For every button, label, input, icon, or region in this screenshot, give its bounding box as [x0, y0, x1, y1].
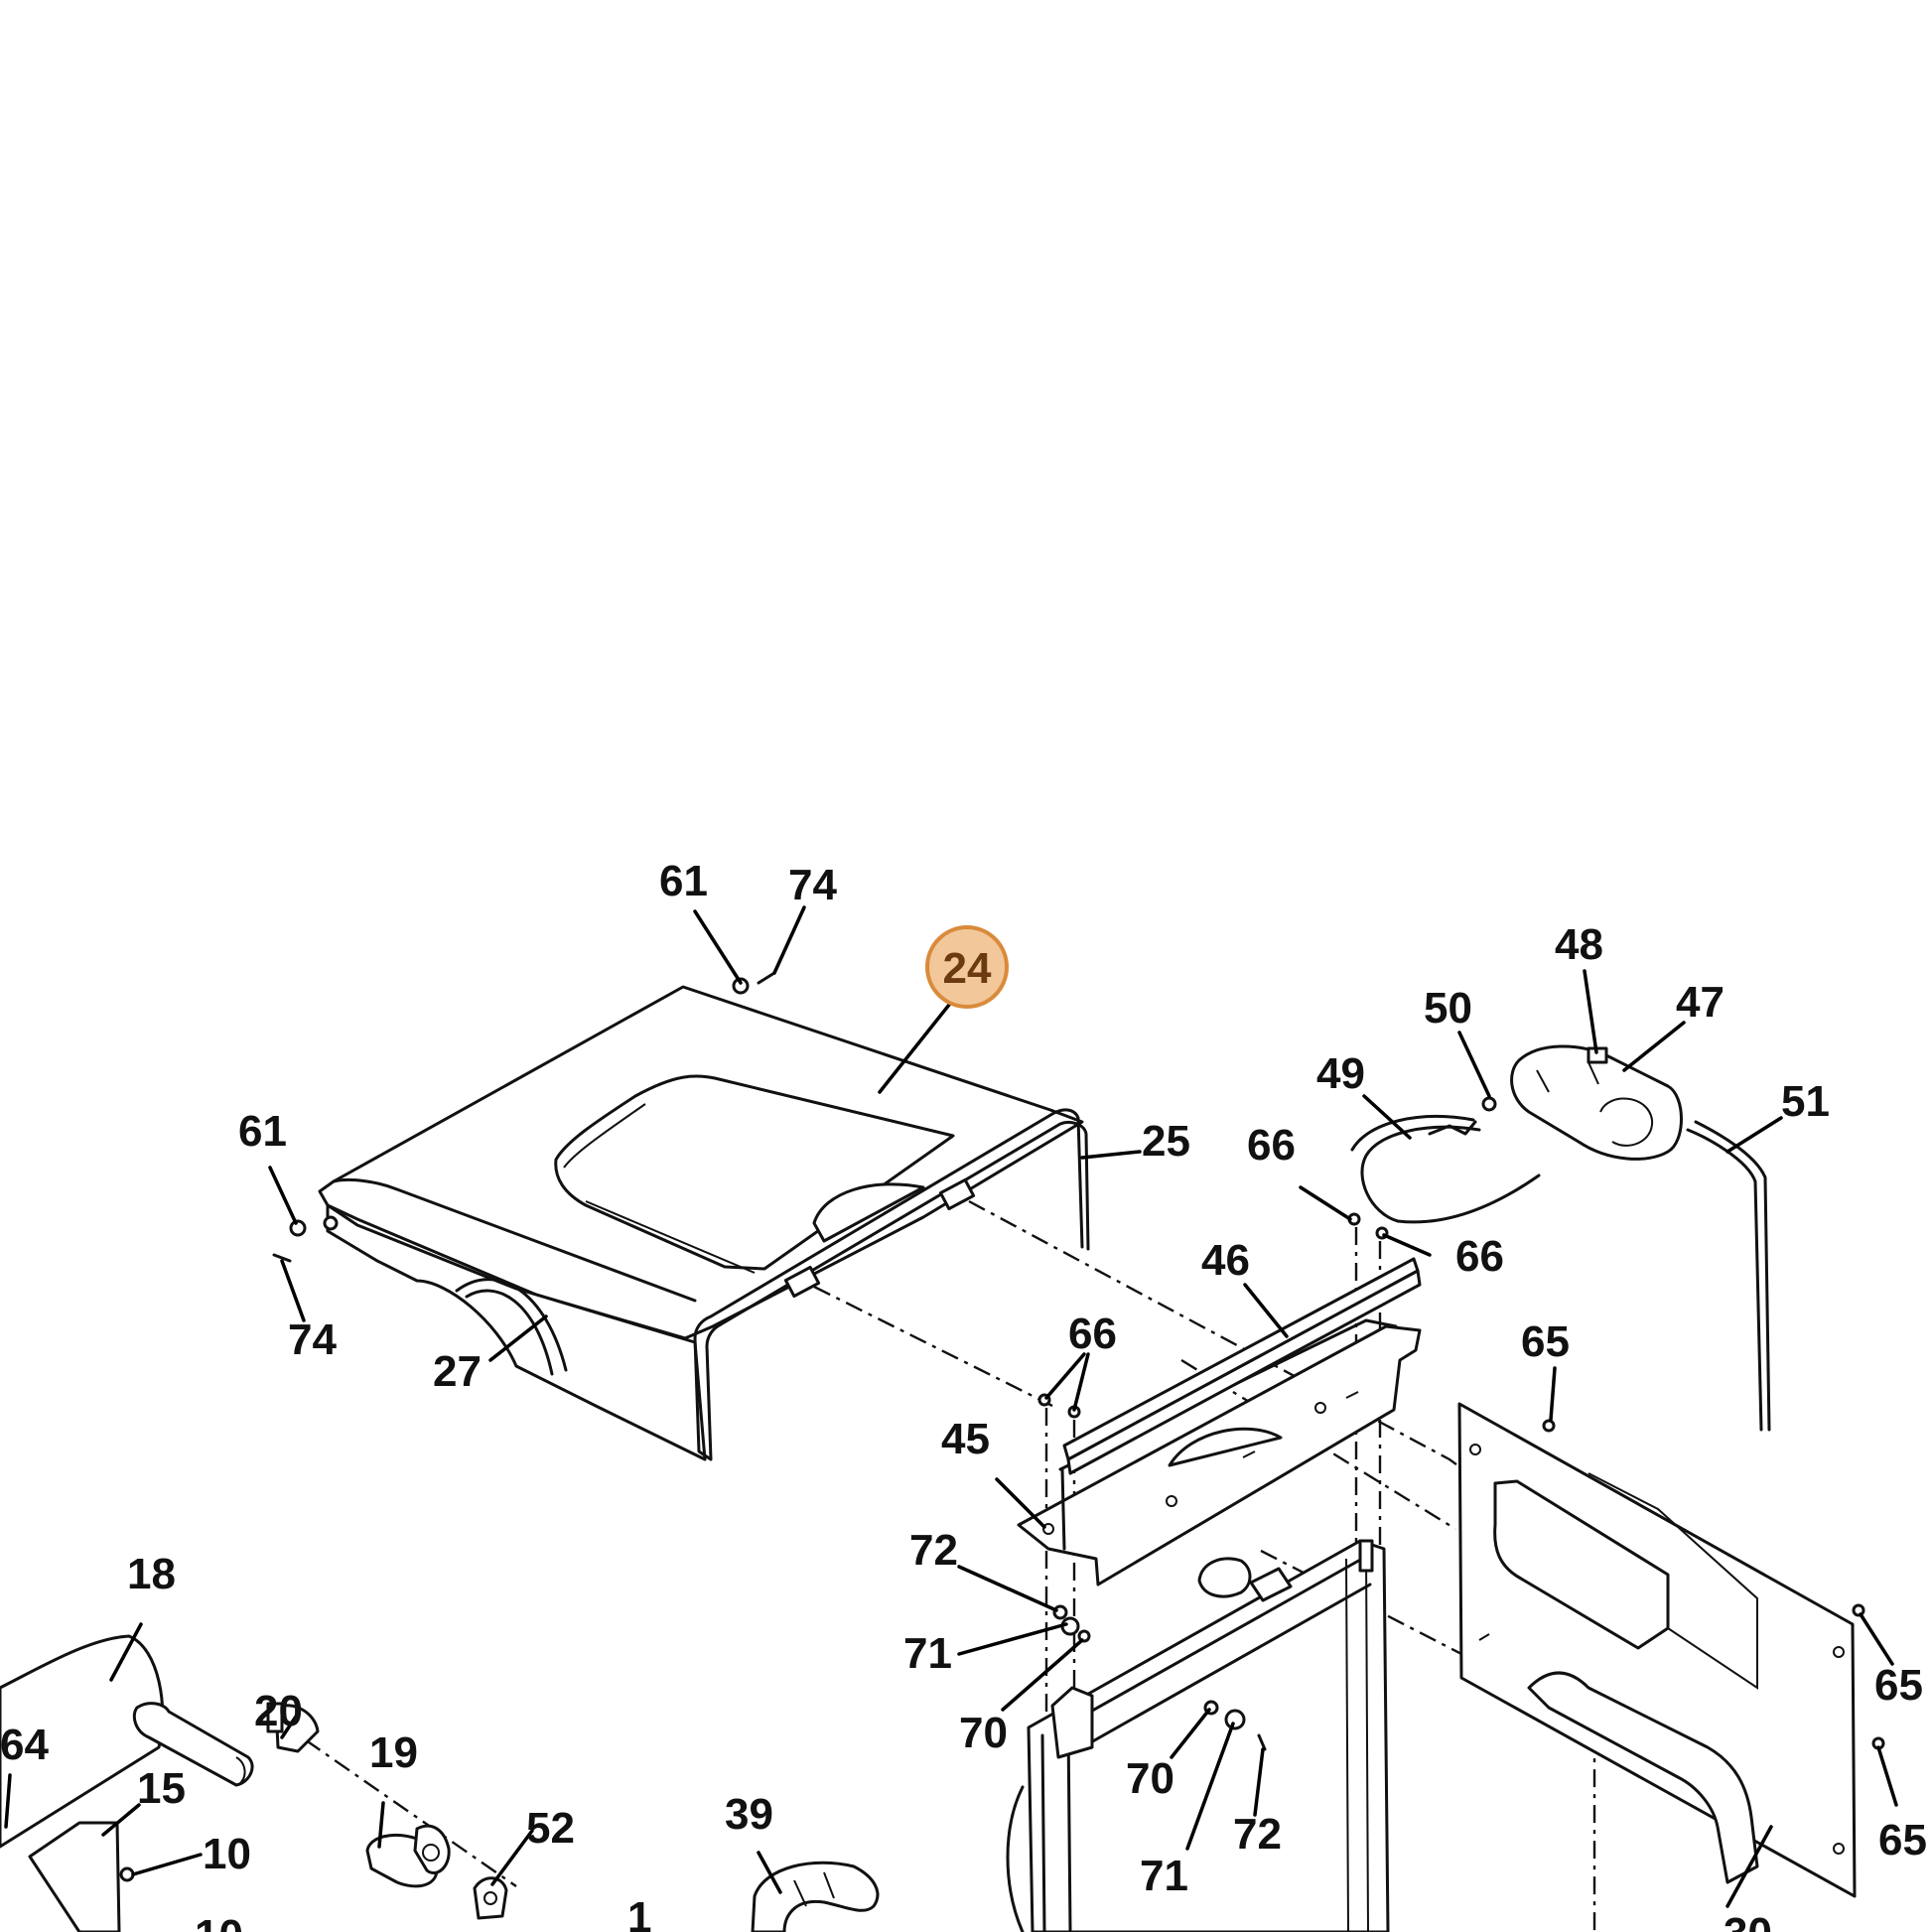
callout-74[interactable]: 74 [288, 1315, 337, 1364]
callout-19[interactable]: 19 [369, 1728, 418, 1777]
callout-72[interactable]: 72 [1233, 1810, 1282, 1859]
callout-61[interactable]: 61 [238, 1107, 287, 1156]
callout-10[interactable]: 10 [203, 1830, 251, 1878]
callout-65[interactable]: 65 [1874, 1661, 1923, 1710]
hose-49 [1350, 1115, 1541, 1224]
gasket-52 [473, 1876, 508, 1920]
callout-labels: 61 74 48 50 47 49 51 61 25 66 66 46 74 2… [0, 857, 1927, 1932]
callout-64[interactable]: 64 [0, 1721, 49, 1769]
callout-74[interactable]: 74 [788, 861, 837, 909]
callout-30[interactable]: 30 [1724, 1909, 1772, 1932]
callout-25[interactable]: 25 [1142, 1117, 1190, 1166]
callout-65[interactable]: 65 [1878, 1816, 1927, 1864]
callout-39[interactable]: 39 [725, 1790, 773, 1839]
callout-66[interactable]: 66 [1247, 1121, 1296, 1170]
callout-10[interactable]: 10 [195, 1911, 243, 1932]
callout-46[interactable]: 46 [1201, 1236, 1250, 1285]
fasteners [119, 971, 1885, 1882]
callout-49[interactable]: 49 [1316, 1049, 1365, 1098]
callout-65[interactable]: 65 [1521, 1317, 1570, 1366]
hose-51 [1686, 1120, 1771, 1432]
leader-lines [4, 905, 1898, 1908]
callout-70[interactable]: 70 [959, 1709, 1008, 1757]
radiator [1006, 1539, 1390, 1932]
callout-1[interactable]: 1 [627, 1893, 651, 1932]
callout-27[interactable]: 27 [433, 1347, 482, 1396]
rail-46 [1062, 1257, 1422, 1475]
callout-61[interactable]: 61 [659, 857, 708, 905]
callout-24[interactable]: 24 [943, 944, 992, 993]
reservoir-47 [1510, 1044, 1683, 1161]
callout-18[interactable]: 18 [127, 1550, 176, 1598]
callout-52[interactable]: 52 [526, 1804, 575, 1853]
callout-66[interactable]: 66 [1455, 1232, 1504, 1281]
callout-50[interactable]: 50 [1424, 984, 1472, 1033]
callout-15[interactable]: 15 [137, 1764, 186, 1813]
callout-71[interactable]: 71 [903, 1629, 952, 1678]
callout-47[interactable]: 47 [1676, 978, 1725, 1027]
highlighted-callout-24[interactable]: 24 [925, 925, 1009, 1009]
callout-72[interactable]: 72 [909, 1526, 958, 1575]
side-panel-30 [1457, 1402, 1857, 1898]
callout-48[interactable]: 48 [1555, 920, 1603, 969]
callout-20[interactable]: 20 [254, 1687, 303, 1735]
clamp-20 [266, 1702, 320, 1753]
callout-66[interactable]: 66 [1068, 1310, 1117, 1358]
callout-51[interactable]: 51 [1781, 1077, 1830, 1126]
pipe-19 [365, 1824, 451, 1888]
hose-39 [751, 1861, 880, 1932]
callout-71[interactable]: 71 [1140, 1852, 1188, 1900]
muffler-18 [0, 1634, 254, 1932]
highlight-marker [925, 925, 1009, 1009]
callout-70[interactable]: 70 [1126, 1754, 1174, 1803]
callout-45[interactable]: 45 [941, 1415, 990, 1463]
